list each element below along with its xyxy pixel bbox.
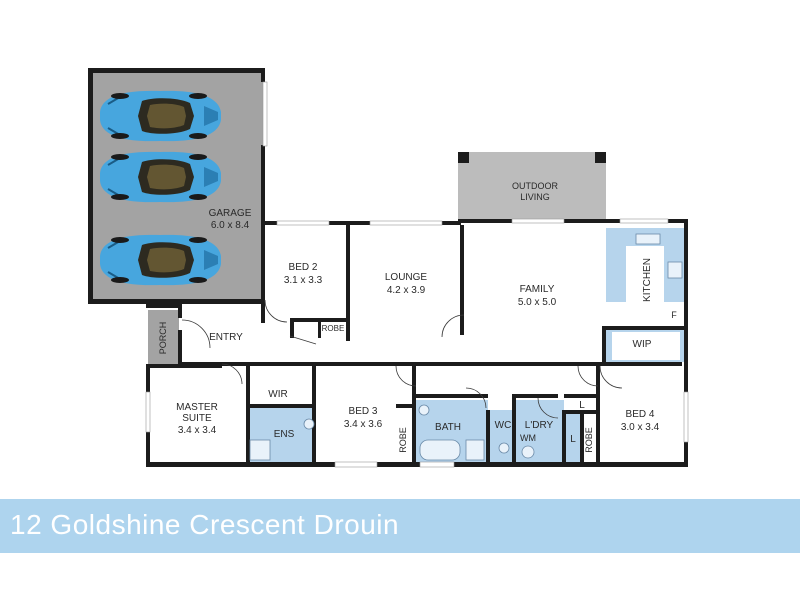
wip-inner <box>612 332 680 360</box>
bed2-size: 3.1 x 3.3 <box>284 275 323 286</box>
car-icon <box>99 89 222 143</box>
shower-icon <box>465 439 485 461</box>
cooktop-icon <box>667 261 683 279</box>
porch-label: PORCH <box>158 322 168 355</box>
outdoor-post <box>458 152 469 163</box>
bathtub-icon <box>419 439 461 461</box>
toilet-icon <box>498 442 510 454</box>
sink-icon <box>635 233 661 245</box>
garage-label: GARAGE <box>209 208 252 219</box>
laundry-label: L'DRY <box>525 420 554 431</box>
master-label: MASTER <box>176 402 218 413</box>
lounge-size: 4.2 x 3.9 <box>387 285 426 296</box>
washer-icon <box>521 445 535 459</box>
wc-label: WC <box>495 420 512 431</box>
entry-label: ENTRY <box>209 332 243 343</box>
bed4-size: 3.0 x 3.4 <box>621 422 660 433</box>
family-size: 5.0 x 5.0 <box>518 297 557 308</box>
linen-label: L <box>570 434 576 445</box>
bed4-robe-label: ROBE <box>584 427 594 453</box>
bed2-label: BED 2 <box>289 262 318 273</box>
family-label: FAMILY <box>520 284 555 295</box>
doors <box>181 299 623 419</box>
wir-label: WIR <box>268 389 287 400</box>
interior-walls <box>182 225 684 466</box>
outdoor-label: OUTDOOR <box>512 181 558 191</box>
basin-icon <box>418 404 430 416</box>
outdoor-living-floor <box>458 152 606 222</box>
master-size: 3.4 x 3.4 <box>178 425 217 436</box>
car-icon <box>99 233 222 287</box>
lounge-label: LOUNGE <box>385 272 428 283</box>
fixtures <box>249 233 683 461</box>
porch-floor <box>148 310 179 364</box>
master-label: SUITE <box>182 413 212 424</box>
kitchen-label: KITCHEN <box>642 258 653 302</box>
linen-floor <box>564 412 582 462</box>
ensuite-label: ENS <box>274 429 295 440</box>
linen-label: L <box>579 400 585 411</box>
bed2-robe-label: ROBE <box>322 324 345 333</box>
wip-label: WIP <box>633 339 652 350</box>
outdoor-label: LIVING <box>520 192 550 202</box>
bed3-label: BED 3 <box>349 406 378 417</box>
bath-label: BATH <box>435 422 461 433</box>
bed3-robe-label: ROBE <box>398 427 408 453</box>
shower-icon <box>249 439 271 461</box>
fridge-label: F <box>671 310 677 320</box>
garage-size: 6.0 x 8.4 <box>211 220 250 231</box>
bed4-label: BED 4 <box>626 409 655 420</box>
wc-floor <box>490 410 516 462</box>
washer-label: WM <box>520 433 536 443</box>
basin-icon <box>303 418 315 430</box>
kitchen-bench-inner <box>626 246 664 302</box>
outdoor-post <box>595 152 606 163</box>
address-banner: 12 Goldshine Crescent Drouin <box>0 499 800 553</box>
windows <box>145 81 689 468</box>
car-icon <box>99 150 222 204</box>
bed3-size: 3.4 x 3.6 <box>344 419 383 430</box>
listing-address: 12 Goldshine Crescent Drouin <box>10 509 400 540</box>
